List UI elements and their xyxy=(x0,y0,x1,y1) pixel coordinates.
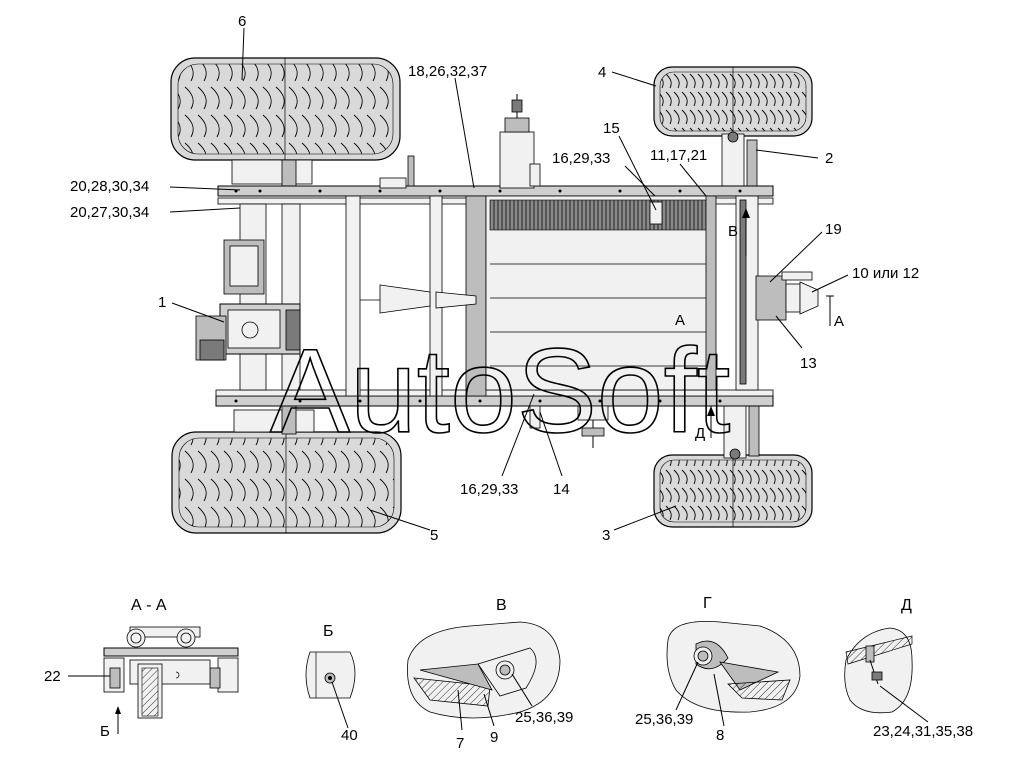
callout-20-27-30-34: 20,27,30,34 xyxy=(70,204,149,221)
towing-pin xyxy=(799,281,819,315)
front-wheel-bottom xyxy=(653,454,813,528)
tractor-top-view xyxy=(170,57,819,534)
radiator-grille xyxy=(489,199,709,231)
view-v-title: В xyxy=(496,597,507,614)
callout-9: 9 xyxy=(490,729,498,746)
leader-lines xyxy=(169,27,849,531)
callout-25-36-39-g: 25,36,39 xyxy=(635,711,693,728)
callout-2: 2 xyxy=(825,150,833,167)
callout-7: 7 xyxy=(456,735,464,752)
callout-15: 15 xyxy=(603,120,620,137)
view-g-title: Г xyxy=(703,595,712,612)
watermark: AutoSoft xyxy=(270,324,730,458)
detail-view-d: Д 23,24,31,35,38 xyxy=(844,597,973,740)
callout-10-or-12: 10 или 12 xyxy=(852,265,919,282)
callout-25-36-39-v: 25,36,39 xyxy=(515,709,573,726)
front-frame-end xyxy=(735,195,759,391)
callout-19: 19 xyxy=(825,221,842,238)
detail-view-v: В 7 9 25,36,39 xyxy=(407,597,573,752)
section-marker-a-frame: А xyxy=(675,312,685,329)
callout-20-28-30-34: 20,28,30,34 xyxy=(70,178,149,195)
gearbox-assembly xyxy=(195,239,301,361)
view-marker-d: Д xyxy=(695,425,705,442)
callout-16-29-33-bottom: 16,29,33 xyxy=(460,481,518,498)
rear-hub-top xyxy=(231,159,313,185)
callout-18-26-32-37: 18,26,32,37 xyxy=(408,63,487,80)
callout-23-24-31-35-38: 23,24,31,35,38 xyxy=(873,723,973,740)
detail-view-b: Б 40 xyxy=(305,623,358,744)
frame-rivets xyxy=(234,189,742,403)
callout-14: 14 xyxy=(553,481,570,498)
section-marker-a-right: А xyxy=(834,313,844,330)
callout-22: 22 xyxy=(44,668,61,685)
detail-section-aa: А - А 22 Б xyxy=(44,597,239,740)
hydraulic-tank xyxy=(499,131,535,189)
front-wheel-top xyxy=(653,66,813,137)
drive-shaft-cone xyxy=(379,284,431,314)
callout-6: 6 xyxy=(238,13,246,30)
engine-radiator-block xyxy=(485,195,717,391)
rear-wheel-bottom xyxy=(171,431,402,534)
view-d-title: Д xyxy=(901,597,912,614)
rear-wheel-top xyxy=(170,57,401,161)
callout-4: 4 xyxy=(598,64,606,81)
callout-13: 13 xyxy=(800,355,817,372)
view-marker-v: В xyxy=(728,223,738,240)
view-markers xyxy=(707,208,834,438)
section-aa-title: А - А xyxy=(131,597,167,614)
callout-1: 1 xyxy=(158,294,166,311)
detail-view-g: Г 25,36,39 8 xyxy=(635,595,801,744)
callout-11-17-21: 11,17,21 xyxy=(650,147,707,164)
callout-8: 8 xyxy=(716,727,724,744)
frame-rail-top xyxy=(217,185,774,197)
section-aa-arrow-letter: Б xyxy=(100,723,110,740)
front-hitch xyxy=(755,275,787,321)
callout-5: 5 xyxy=(430,527,438,544)
callout-16-29-33-top: 16,29,33 xyxy=(552,150,610,167)
callout-3: 3 xyxy=(602,527,610,544)
callout-40: 40 xyxy=(341,727,358,744)
cross-member-1 xyxy=(345,195,361,397)
main-callouts: 6 18,26,32,37 4 15 16,29,33 11,17,21 2 2… xyxy=(70,13,919,544)
view-b-title: Б xyxy=(323,623,334,640)
